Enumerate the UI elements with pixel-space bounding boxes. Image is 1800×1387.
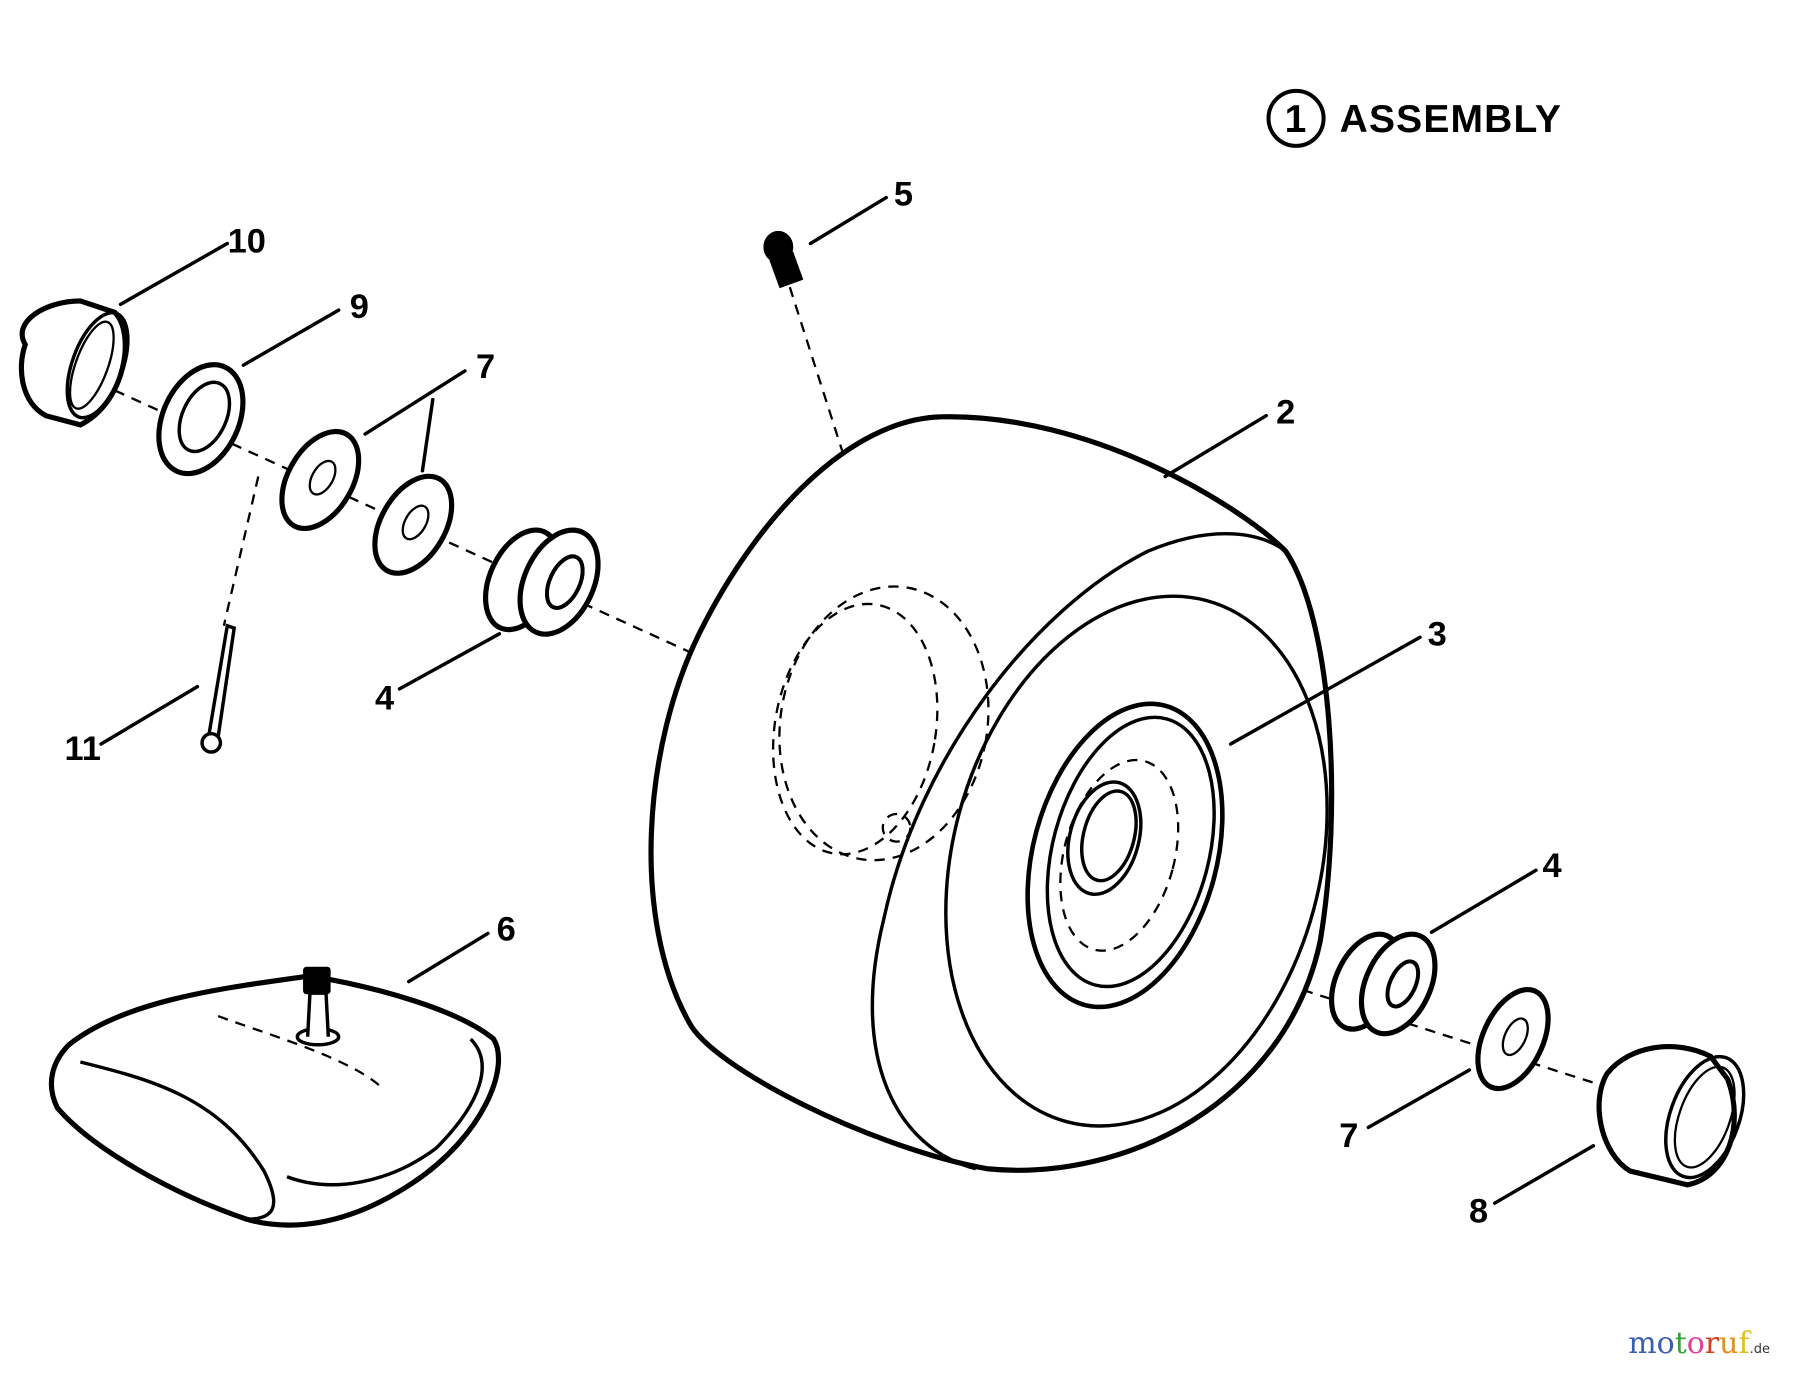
assembly-title: 1 ASSEMBLY: [1266, 88, 1562, 148]
part-4-bearing: [1329, 931, 1438, 1037]
watermark-suffix: .de: [1749, 1342, 1770, 1357]
watermark-letter: m: [1628, 1326, 1657, 1361]
callout-7: 7: [1339, 1117, 1358, 1155]
part-7-washer: [372, 473, 455, 576]
callout-9: 9: [350, 288, 369, 326]
part-6-inner-tube: [48, 966, 502, 1228]
watermark-letter: u: [1719, 1326, 1739, 1361]
callout-6: 6: [497, 910, 516, 948]
callout-8: 8: [1469, 1193, 1488, 1231]
watermark-logo: motoruf.de: [1628, 1326, 1770, 1361]
watermark-letter: o: [1656, 1326, 1675, 1361]
watermark-letter: o: [1686, 1326, 1705, 1361]
callout-11: 11: [64, 730, 100, 768]
cotter-pin-axis: [222, 476, 260, 627]
part-3-rim: [1025, 701, 1225, 1010]
watermark-letter: t: [1674, 1326, 1687, 1361]
callout-7: 7: [476, 348, 495, 386]
part-10-bushing: [18, 298, 130, 428]
part-2-tire: [648, 414, 1335, 1173]
callout-3: 3: [1428, 615, 1447, 653]
part-5-grease-fitting: [763, 230, 804, 289]
callout-10: 10: [228, 223, 266, 261]
leader-lines: [99, 195, 1596, 1205]
title-number: 1: [1285, 98, 1308, 141]
watermark-letter: f: [1738, 1326, 1750, 1361]
item-number-circle: [1266, 88, 1326, 148]
part-11-cotter-pin: [200, 623, 237, 754]
part-7-washer: [1475, 986, 1551, 1092]
part-4-bearing: [483, 527, 601, 637]
part-7-washer: [279, 428, 362, 532]
callout-4: 4: [375, 680, 394, 718]
callout-2: 2: [1276, 394, 1295, 432]
part-9-seal: [156, 362, 246, 477]
callout-4: 4: [1542, 847, 1561, 885]
watermark-letter: r: [1704, 1326, 1720, 1361]
title-text: ASSEMBLY: [1340, 98, 1562, 141]
part-8-bushing: [1596, 1044, 1746, 1188]
callout-5: 5: [894, 176, 913, 214]
